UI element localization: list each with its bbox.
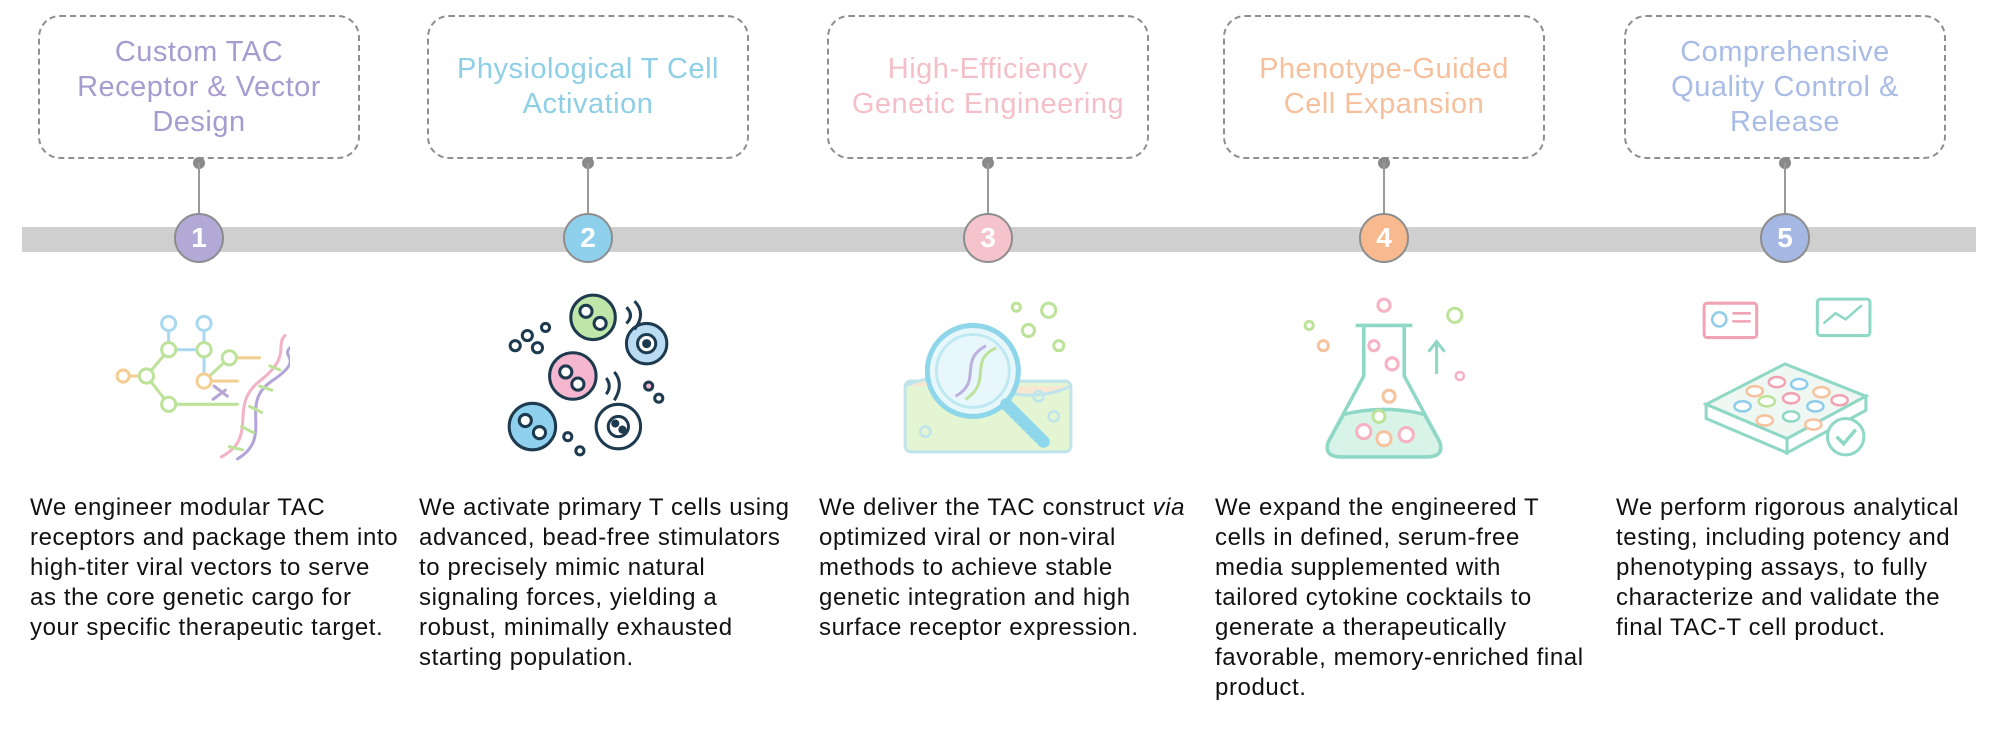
step-title: Comprehensive Quality Control & Release	[1671, 35, 1899, 138]
step-description: We engineer modular TAC receptors and pa…	[30, 494, 399, 641]
step-title: Phenotype-Guided Cell Expansion	[1259, 53, 1509, 120]
timeline-step-5: Comprehensive Quality Control & Release …	[1610, 0, 1990, 734]
step-number-badge: 2	[563, 213, 613, 263]
timeline-step-2: Physiological T Cell Activation 2	[413, 0, 793, 734]
connector-line	[1383, 163, 1385, 213]
step-title-box: Custom TAC Receptor & Vector Design	[38, 15, 360, 159]
qc-plate-checkmark-icon	[1702, 297, 1872, 457]
step-number-badge: 3	[963, 213, 1013, 263]
timeline-step-4: Phenotype-Guided Cell Expansion 4 We exp…	[1209, 0, 1589, 734]
connector-line	[198, 163, 200, 213]
dna-molecular-network-icon	[115, 314, 290, 461]
magnifier-dna-icon	[903, 301, 1073, 454]
connector-line	[1784, 163, 1786, 213]
step-title: Physiological T Cell Activation	[457, 53, 719, 120]
connector-line	[987, 163, 989, 213]
step-title-box: Comprehensive Quality Control & Release	[1624, 15, 1946, 159]
step-title-box: High-Efficiency Genetic Engineering	[827, 15, 1149, 159]
timeline-step-3: High-Efficiency Genetic Engineering 3 We…	[813, 0, 1193, 734]
step-number-badge: 1	[174, 213, 224, 263]
step-description: We deliver the TAC construct via optimiz…	[819, 494, 1186, 641]
step-title: Custom TAC Receptor & Vector Design	[77, 35, 321, 138]
flask-cell-expansion-icon	[1303, 297, 1466, 459]
step-number-badge: 5	[1760, 213, 1810, 263]
t-cell-activation-icon	[507, 293, 669, 457]
step-title: High-Efficiency Genetic Engineering	[851, 53, 1125, 120]
step-number-badge: 4	[1359, 213, 1409, 263]
step-description: We expand the engineered T cells in defi…	[1215, 494, 1584, 701]
step-description: We activate primary T cells using advanc…	[419, 494, 790, 671]
step-title-box: Physiological T Cell Activation	[427, 15, 749, 159]
step-title-box: Phenotype-Guided Cell Expansion	[1223, 15, 1545, 159]
connector-line	[587, 163, 589, 213]
timeline-step-1: Custom TAC Receptor & Vector Design 1	[24, 0, 404, 734]
step-description: We perform rigorous analytical testing, …	[1616, 494, 1960, 641]
